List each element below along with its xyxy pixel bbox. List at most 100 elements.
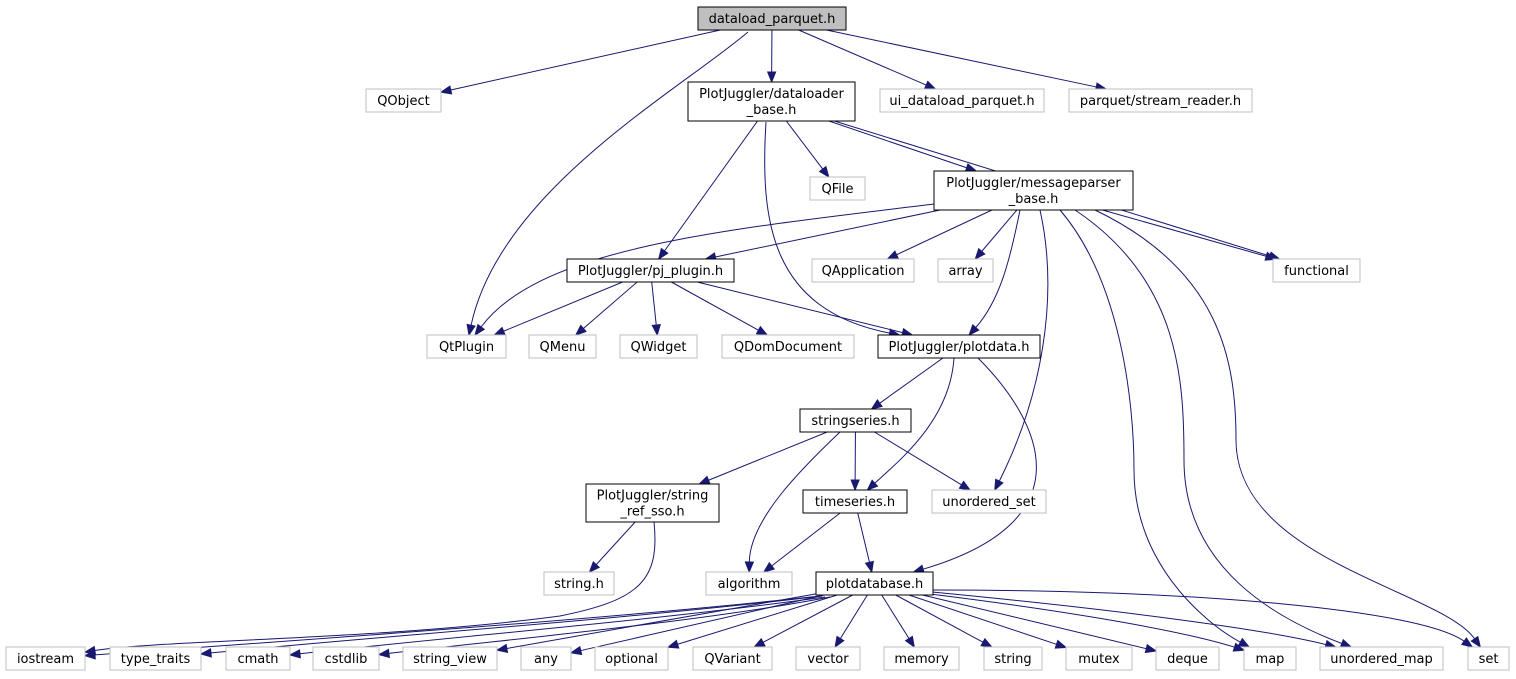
node-box (1272, 258, 1361, 283)
node-qvariant: QVariant (692, 646, 773, 671)
node-box (721, 334, 855, 359)
edge-line (922, 357, 1037, 570)
node-label: algorithm (718, 577, 781, 592)
edge-messageparser_base-to-unordered_map (1074, 209, 1353, 648)
node-plotdatabase[interactable]: plotdatabase.h (815, 571, 934, 596)
node-box (697, 6, 847, 31)
node-box (687, 81, 856, 122)
node-stringseries[interactable]: stringseries.h (799, 408, 912, 433)
node-qmenu: QMenu (528, 334, 597, 359)
node-box (802, 489, 908, 514)
edge-arrowhead (439, 85, 453, 95)
node-label: QApplication (822, 264, 905, 279)
edge-plotdatabase-to-string_view (495, 593, 817, 654)
node-label: timeseries.h (815, 495, 895, 510)
edge-line (874, 431, 962, 486)
edge-arrowhead (1232, 642, 1246, 652)
node-box (109, 646, 202, 671)
edge-line (839, 594, 868, 639)
node-label: PlotJuggler/dataloader (699, 87, 844, 102)
node-box (1065, 646, 1133, 671)
edge-arrowhead (466, 323, 476, 337)
edge-messageparser_base-to-unordered_set (994, 209, 1049, 492)
node-dataloader_base[interactable]: PlotJuggler/dataloader_base.h (687, 81, 856, 122)
edge-arrowhead (850, 479, 860, 492)
edge-pj_plugin-to-qmenu (574, 281, 638, 336)
edge-plotdatabase-to-mutex (908, 594, 1068, 649)
node-box (799, 408, 912, 433)
node-set: set (1467, 646, 1510, 671)
node-plotdata[interactable]: PlotJuggler/plotdata.h (877, 334, 1041, 359)
edge-line (895, 594, 984, 643)
edge-arrowhead (753, 637, 766, 648)
node-dataload_parquet[interactable]: dataload_parquet.h (697, 6, 847, 31)
edge-line (908, 594, 1057, 645)
node-label: PlotJuggler/plotdata.h (889, 340, 1030, 355)
edge-line (896, 209, 993, 256)
node-label: memory (894, 652, 949, 667)
node-label: string (994, 652, 1031, 667)
node-box (528, 334, 597, 359)
edge-arrowhead (474, 323, 486, 337)
node-qdomdocument: QDomDocument (721, 334, 855, 359)
edge-stringseries-to-algorithm (744, 431, 841, 574)
edge-plotdatabase-to-string (895, 594, 993, 648)
node-unordered_set: unordered_set (931, 489, 1047, 514)
edge-line (931, 589, 1465, 642)
node-messageparser_base[interactable]: PlotJuggler/messageparser_base.h (933, 170, 1134, 211)
node-functional: functional (1272, 258, 1361, 283)
edge-arrowhead (288, 649, 301, 659)
edge-line (798, 29, 927, 86)
edge-arrowhead (495, 643, 509, 654)
edge-line (879, 357, 944, 404)
edge-line (651, 281, 657, 326)
edge-plotdatabase-to-map (929, 593, 1246, 652)
node-unordered_map: unordered_map (1319, 646, 1444, 671)
node-label: type_traits (121, 652, 191, 667)
edge-arrowhead (762, 561, 776, 573)
edge-arrowhead (744, 561, 755, 574)
node-string_ref_sso[interactable]: PlotJuggler/string_ref_sso.h (585, 483, 720, 523)
node-vector: vector (795, 646, 861, 671)
edge-line (828, 120, 967, 169)
edge-line (981, 209, 1018, 252)
edge-line (929, 593, 1235, 648)
node-qapplication: QApplication (811, 258, 915, 283)
node-label: string.h (554, 577, 604, 592)
node-label: vector (807, 652, 849, 667)
edge-arrowhead (755, 325, 769, 336)
node-box (811, 258, 915, 283)
edge-arrowhead (974, 247, 986, 261)
node-label: cmath (237, 652, 278, 667)
edge-timeseries-to-algorithm (762, 512, 841, 573)
node-label: string_view (413, 652, 487, 667)
node-label: plotdatabase.h (826, 577, 924, 592)
edge-plotdatabase-to-optional (666, 594, 838, 649)
node-box (879, 88, 1045, 113)
node-label: stringseries.h (811, 414, 899, 429)
node-pj_plugin[interactable]: PlotJuggler/pj_plugin.h (566, 258, 735, 283)
node-box (365, 88, 442, 113)
node-label: mutex (1078, 652, 1120, 667)
edge-line (715, 209, 941, 258)
edge-plotdata-to-timeseries (866, 357, 955, 491)
node-label: iostream (17, 652, 74, 667)
node-any: any (520, 646, 572, 671)
edge-arrowhead (83, 650, 96, 660)
edge-messageparser_base-to-functional (1102, 209, 1278, 261)
node-box (815, 571, 934, 596)
node-box (809, 176, 866, 201)
edge-plotdatabase-to-any (569, 594, 825, 656)
edge-line (595, 521, 636, 565)
node-label: optional (605, 652, 658, 667)
node-box (426, 334, 507, 359)
edge-plotdatabase-to-set (931, 589, 1474, 648)
edge-line (664, 120, 758, 252)
node-label: ui_dataload_parquet.h (889, 94, 1034, 109)
node-box (594, 646, 669, 671)
node-timeseries[interactable]: timeseries.h (802, 489, 908, 514)
node-box (705, 571, 793, 596)
node-map: map (1243, 646, 1297, 671)
